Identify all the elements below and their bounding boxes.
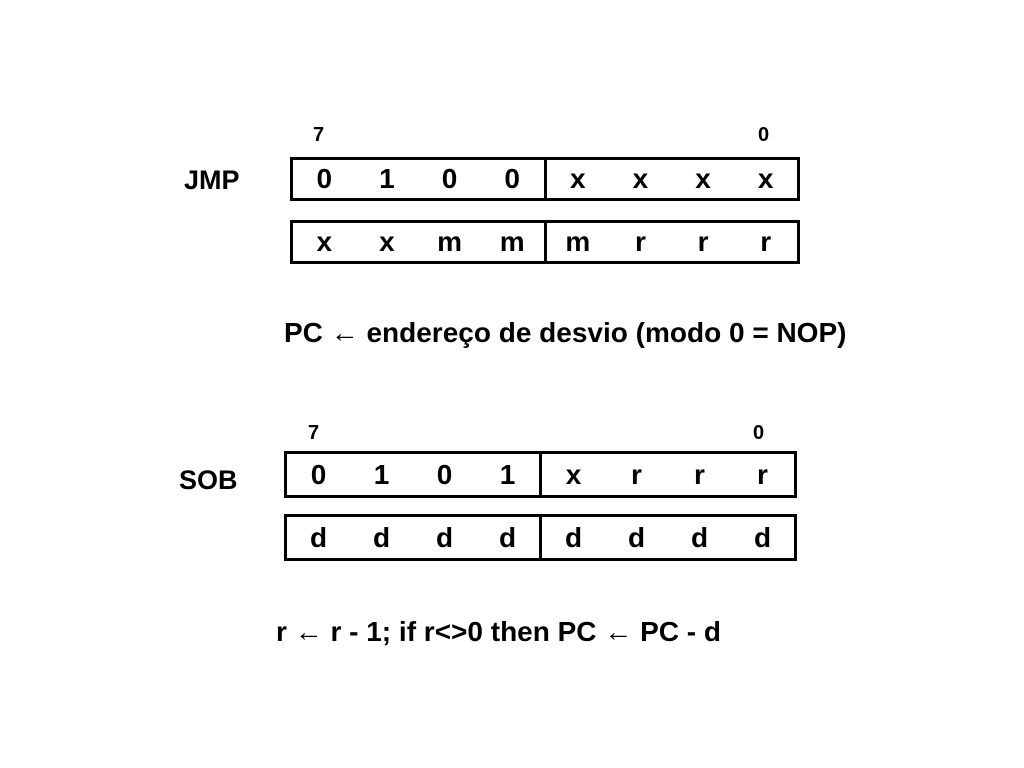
- sob-opcode-high-nibble: 0 1 0 1: [287, 454, 542, 495]
- jmp-bit-cell: r: [634, 226, 646, 257]
- jmp-opcode-low-nibble: x x x x: [547, 160, 798, 198]
- sob-bit-cell: d: [627, 521, 646, 553]
- sob-displacement-high-nibble: d d d d: [287, 517, 542, 558]
- jmp-bit-cell: m: [565, 226, 591, 257]
- jmp-bit-cell: 0: [316, 163, 333, 194]
- sob-opcode-byte: 0 1 0 1 x r r r: [284, 451, 797, 498]
- jmp-label: JMP: [184, 165, 240, 195]
- jmp-bit-cell: x: [695, 163, 711, 194]
- sob-bit-cell: r: [757, 458, 768, 490]
- sob-bit-cell: r: [694, 458, 705, 490]
- sob-bit-cell: d: [690, 521, 709, 553]
- jmp-bit-cell: x: [757, 163, 774, 194]
- sob-displacement-byte: d d d d d d d d: [284, 514, 797, 561]
- sob-bit-cell: 0: [310, 458, 327, 490]
- jmp-bit-cell: m: [499, 226, 525, 257]
- jmp-bit-cell: 0: [441, 163, 458, 194]
- jmp-bit-cell: m: [437, 226, 463, 257]
- jmp-opcode-high-nibble: 0 1 0 0: [293, 160, 547, 198]
- sob-bit-cell: 1: [373, 458, 390, 490]
- sob-opcode-low-nibble: x r r r: [542, 454, 794, 495]
- sob-bit-cell: d: [498, 521, 517, 553]
- jmp-bit-cell: r: [760, 226, 772, 257]
- sob-bit-cell: d: [753, 521, 772, 553]
- jmp-bit-cell: x: [379, 226, 395, 257]
- jmp-operand-byte: x x m m m r r r: [290, 220, 800, 264]
- sob-displacement-low-nibble: d d d d: [542, 517, 794, 558]
- sob-bit-cell: d: [435, 521, 454, 553]
- jmp-bit-cell: r: [697, 226, 709, 257]
- sob-bit-7-label: 7: [308, 422, 320, 444]
- jmp-bit-cell: x: [316, 226, 333, 257]
- jmp-bit-0-label: 0: [758, 124, 770, 146]
- jmp-bit-cell: 0: [504, 163, 520, 194]
- sob-description: r ← r - 1; if r<>0 then PC ← PC - d: [276, 616, 721, 647]
- sob-label: SOB: [179, 465, 238, 495]
- jmp-description: PC ← endereço de desvio (modo 0 = NOP): [284, 317, 847, 348]
- sob-bit-cell: 0: [436, 458, 453, 490]
- sob-bit-cell: d: [309, 521, 328, 553]
- sob-bit-cell: r: [631, 458, 642, 490]
- jmp-bit-cell: x: [632, 163, 649, 194]
- jmp-bit-cell: 1: [379, 163, 395, 194]
- jmp-opcode-byte: 0 1 0 0 x x x x: [290, 157, 800, 201]
- jmp-bit-cell: x: [570, 163, 586, 194]
- sob-bit-cell: d: [372, 521, 391, 553]
- jmp-operand-low-nibble: m r r r: [547, 223, 798, 261]
- sob-bit-cell: x: [565, 458, 582, 490]
- jmp-operand-high-nibble: x x m m: [293, 223, 547, 261]
- sob-bit-cell: 1: [499, 458, 516, 490]
- sob-bit-0-label: 0: [753, 422, 765, 444]
- jmp-bit-7-label: 7: [313, 124, 325, 146]
- sob-bit-cell: d: [564, 521, 583, 553]
